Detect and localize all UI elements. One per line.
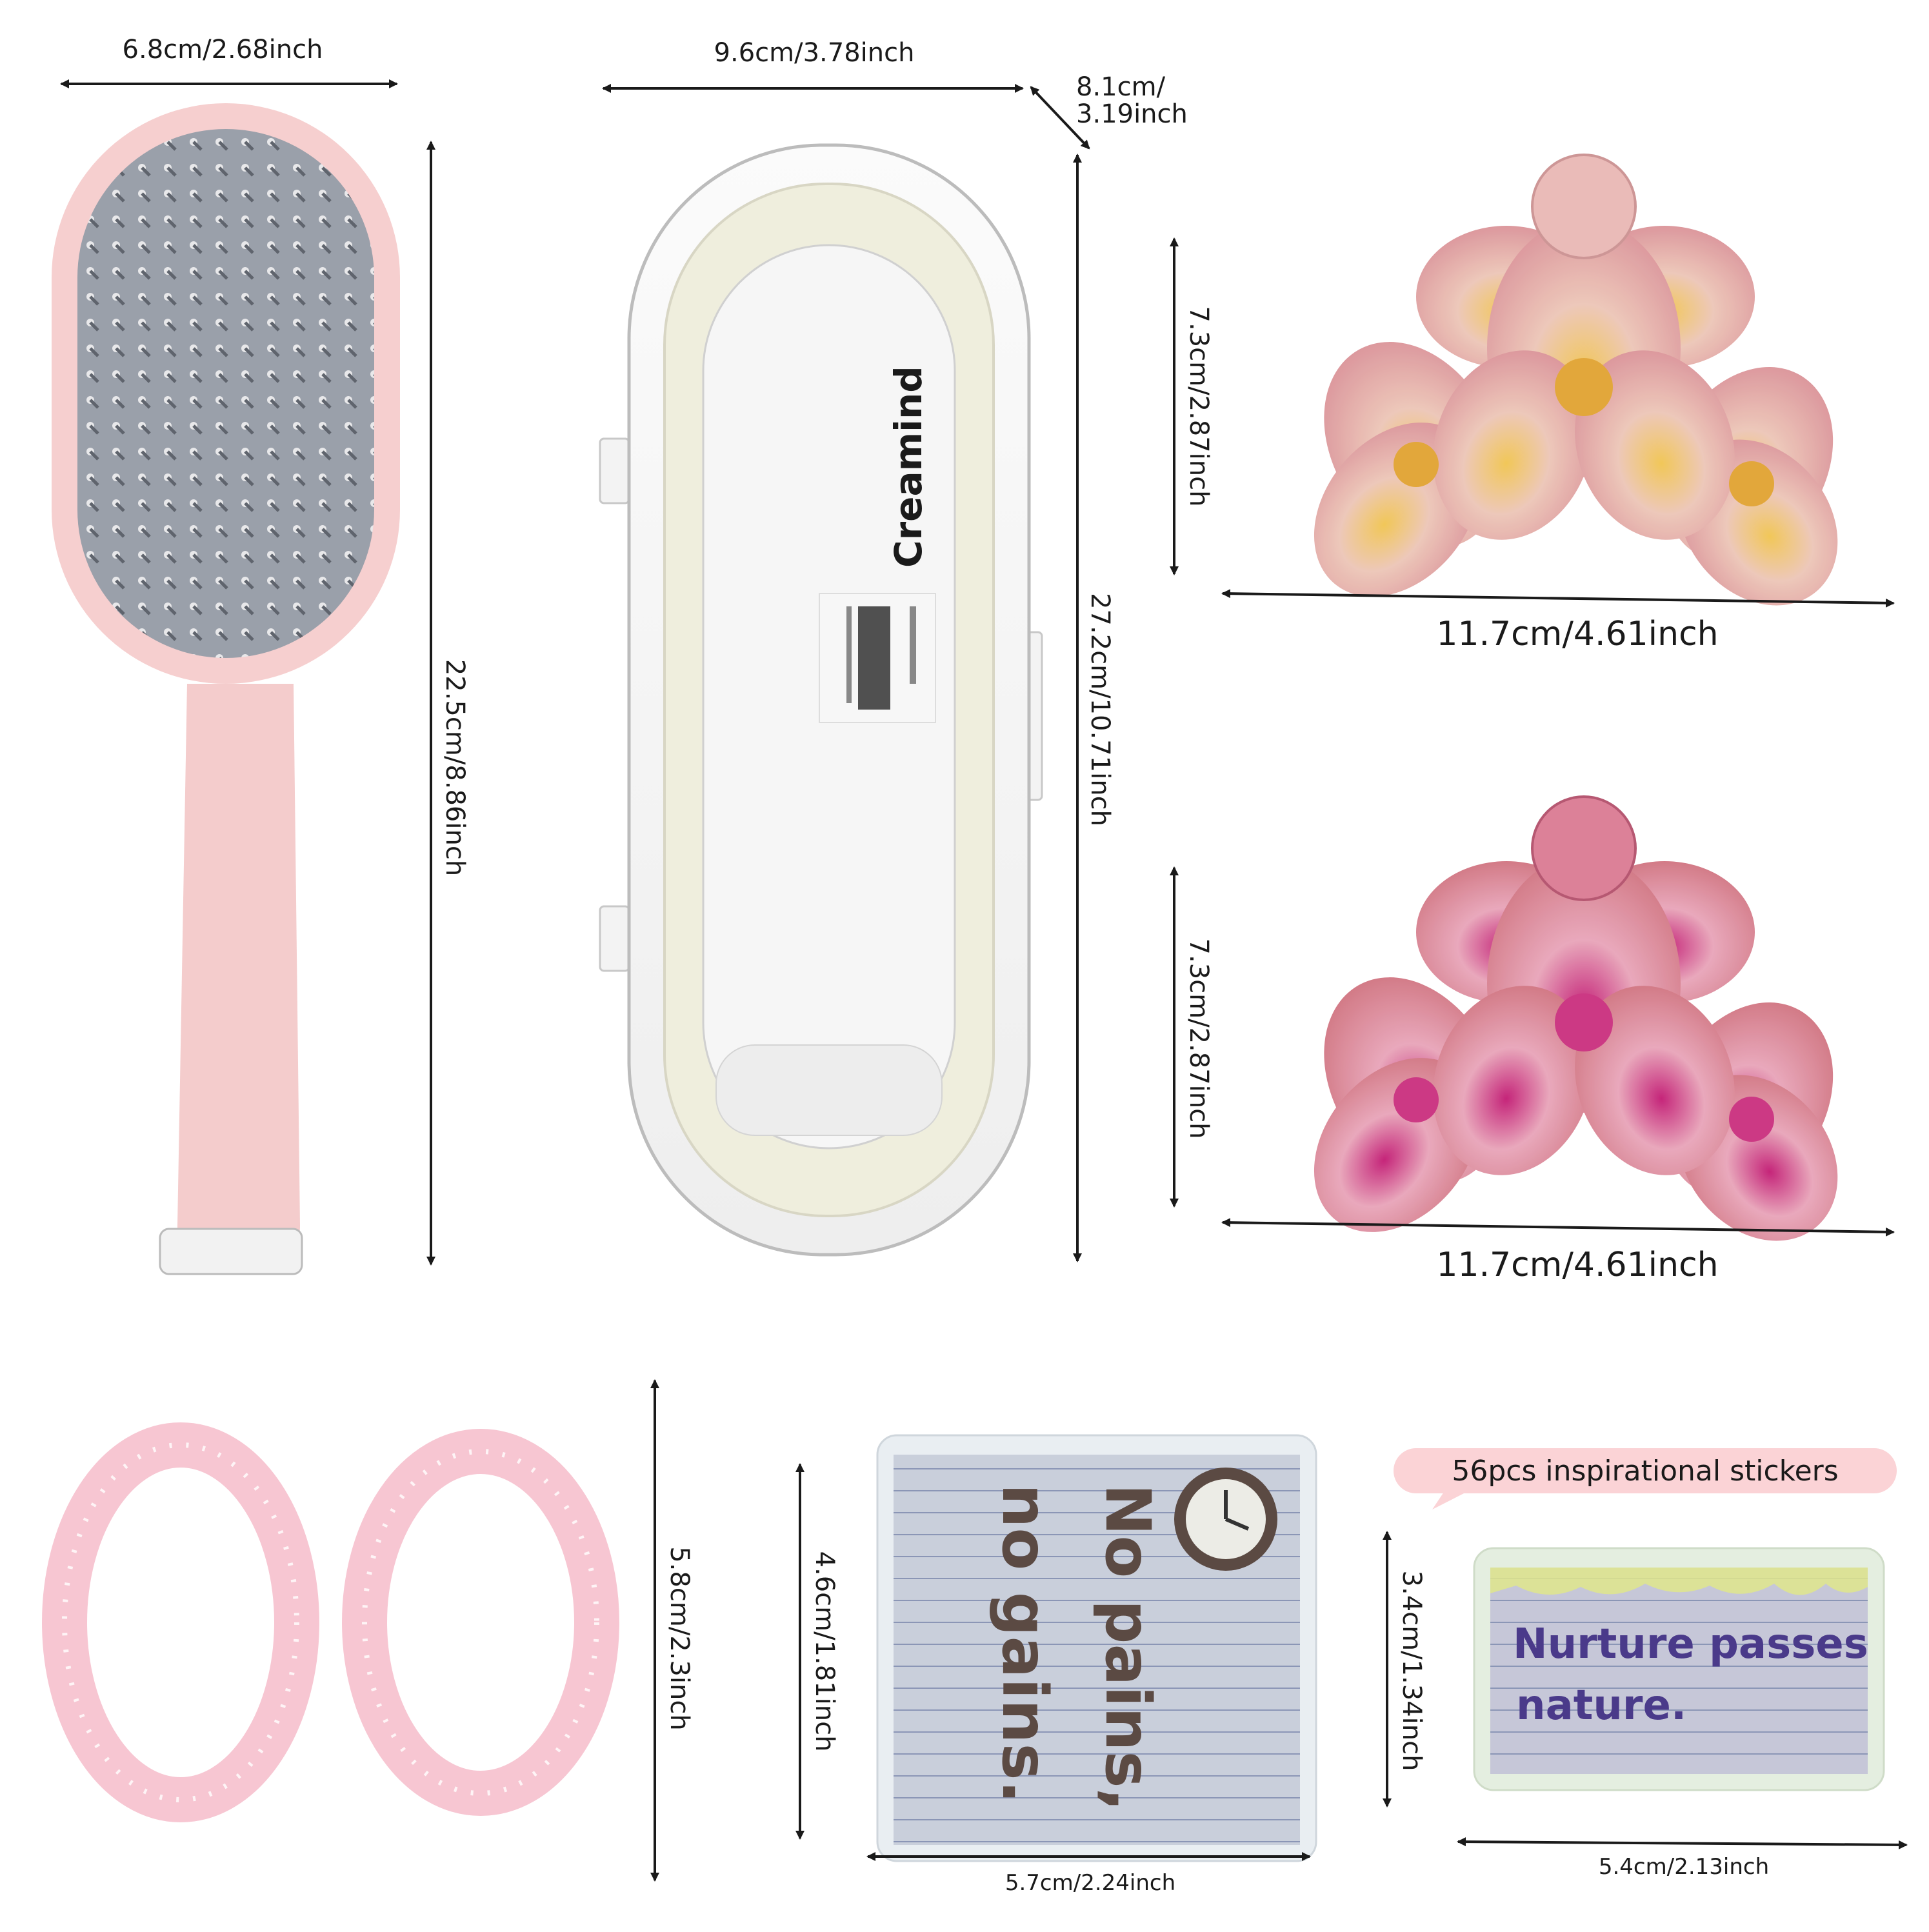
spiral-hair-ties [42, 1422, 619, 1822]
case-depth-label-line2: 3.19inch [1076, 99, 1188, 129]
brush-width-label: 6.8cm/2.68inch [123, 35, 323, 65]
hair-tie-right [342, 1429, 619, 1816]
brush-height-label: 22.5cm/8.86inch [440, 659, 470, 876]
claw-clip-amber [1314, 154, 1838, 606]
sticker2-line1: Nurture passes [1513, 1620, 1868, 1668]
sticker2-line2: nature. [1516, 1682, 1686, 1729]
brush-handle [177, 684, 300, 1268]
sticker-banner-text: 56pcs inspirational stickers [1452, 1455, 1838, 1488]
case-barcode-label [819, 593, 936, 723]
sticker2-height-label: 3.4cm/1.34inch [1397, 1571, 1426, 1771]
claw-clip-magenta [1314, 795, 1838, 1241]
storage-case: Creamind [599, 143, 1043, 1257]
hair-brush [52, 103, 400, 1275]
sticker1-line1: No pains, [1092, 1484, 1164, 1811]
ties-height-label: 5.8cm/2.3inch [665, 1546, 694, 1730]
sticker2-width-arrow [1457, 1837, 1908, 1849]
clip1-width-label: 11.7cm/4.61inch [1436, 615, 1718, 653]
case-inner-tray [715, 1044, 943, 1136]
case-tab-upper [599, 437, 630, 504]
clip1-height-label: 7.3cm/2.87inch [1184, 306, 1214, 507]
case-depth-arrow [1030, 86, 1090, 150]
sticker-no-pains: No pains, no gains. [876, 1434, 1317, 1862]
clip1-width-arrow [1221, 589, 1895, 608]
sticker1-height-label: 4.6cm/1.81inch [810, 1551, 839, 1752]
brush-cushion [77, 129, 374, 658]
case-brand-text: Creamind [886, 366, 930, 568]
hair-tie-left [42, 1422, 319, 1822]
clip2-width-label: 11.7cm/4.61inch [1436, 1246, 1718, 1284]
brush-handle-cap [159, 1228, 303, 1275]
clip2-height-label: 7.3cm/2.87inch [1184, 939, 1214, 1139]
case-tab-lower [599, 905, 630, 972]
sticker2-width-label: 5.4cm/2.13inch [1599, 1854, 1769, 1880]
case-depth-label-line1: 8.1cm/ [1076, 72, 1166, 102]
sticker-banner: 56pcs inspirational stickers [1394, 1448, 1897, 1509]
case-height-label: 27.2cm/10.71inch [1085, 593, 1115, 826]
clip2-width-arrow [1221, 1218, 1895, 1237]
sticker1-width-label: 5.7cm/2.24inch [1005, 1870, 1175, 1896]
case-width-label: 9.6cm/3.78inch [714, 38, 915, 68]
sticker-nurture: Nurture passes nature. [1473, 1547, 1885, 1791]
sticker1-line2: no gains. [988, 1484, 1061, 1804]
